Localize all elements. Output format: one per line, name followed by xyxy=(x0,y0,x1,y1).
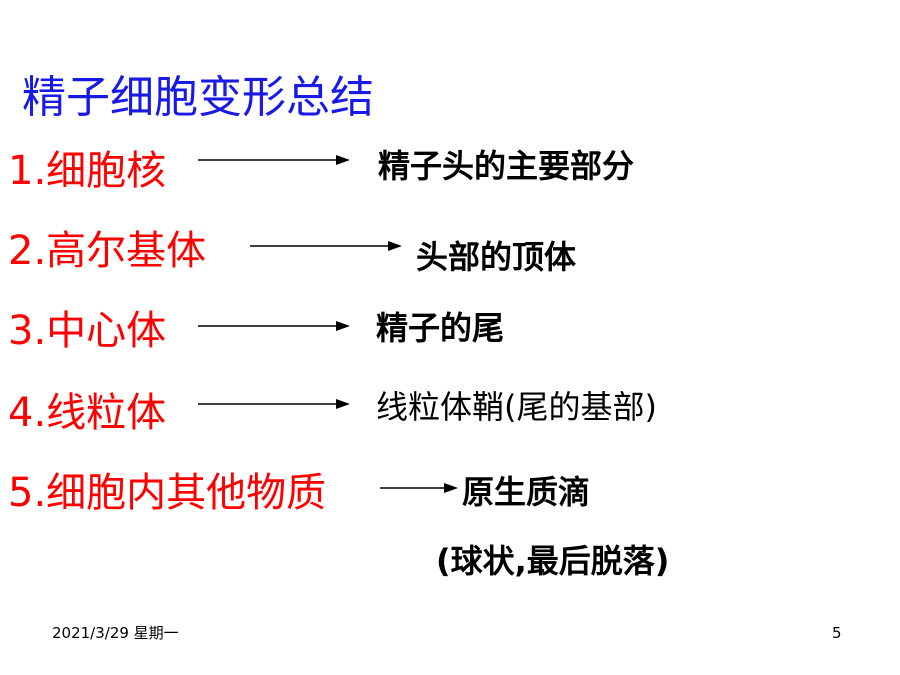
item-result-3: 精子的尾 xyxy=(376,309,505,347)
item-label-5: 5.细胞内其他物质 xyxy=(8,470,327,516)
item-result-2: 头部的顶体 xyxy=(416,238,577,276)
arrow-right-icon xyxy=(380,480,458,496)
item-label-1: 1.细胞核 xyxy=(8,148,167,194)
item-label-2: 2.高尔基体 xyxy=(8,228,207,274)
page-number: 5 xyxy=(832,624,842,642)
arrow-right-icon xyxy=(198,396,350,412)
slide-title: 精子细胞变形总结 xyxy=(22,72,374,123)
footer-date: 2021/3/29 星期一 xyxy=(52,624,179,642)
arrow-right-icon xyxy=(198,318,350,334)
item-result-4: 线粒体鞘(尾的基部) xyxy=(376,388,657,426)
item-label-3: 3.中心体 xyxy=(8,308,167,354)
arrow-right-icon xyxy=(198,152,350,168)
item-result-5-note: (球状,最后脱落) xyxy=(436,542,670,580)
item-result-1: 精子头的主要部分 xyxy=(378,147,635,185)
arrow-right-icon xyxy=(250,238,402,254)
item-result-5: 原生质滴 xyxy=(462,473,591,511)
item-label-4: 4.线粒体 xyxy=(8,390,167,436)
